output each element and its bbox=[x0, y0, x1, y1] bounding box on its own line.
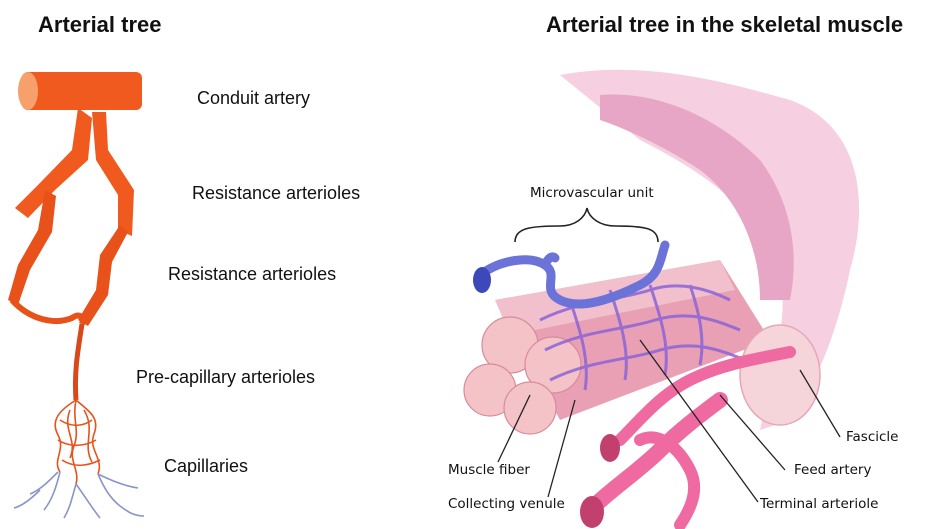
skeletal-muscle-illustration bbox=[464, 70, 859, 528]
label-feed-artery: Feed artery bbox=[794, 462, 871, 478]
label-resistance-arterioles-1: Resistance arterioles bbox=[192, 183, 360, 204]
microvascular-brace bbox=[515, 208, 658, 242]
label-capillaries: Capillaries bbox=[164, 456, 248, 477]
label-resistance-arterioles-2: Resistance arterioles bbox=[168, 264, 336, 285]
label-terminal-arteriole: Terminal arteriole bbox=[760, 496, 878, 512]
label-conduit-artery: Conduit artery bbox=[197, 88, 310, 109]
conduit-artery-shape bbox=[22, 72, 142, 110]
label-pre-capillary-arterioles: Pre-capillary arterioles bbox=[136, 367, 315, 388]
label-collecting-venule: Collecting venule bbox=[448, 496, 565, 512]
label-fascicle: Fascicle bbox=[846, 429, 898, 445]
conduit-artery-end bbox=[18, 72, 38, 110]
pre-capillary-shape bbox=[75, 324, 82, 400]
label-muscle-fiber: Muscle fiber bbox=[448, 462, 530, 478]
label-microvascular-unit: Microvascular unit bbox=[530, 185, 654, 201]
capillary-network-shape bbox=[55, 400, 100, 484]
